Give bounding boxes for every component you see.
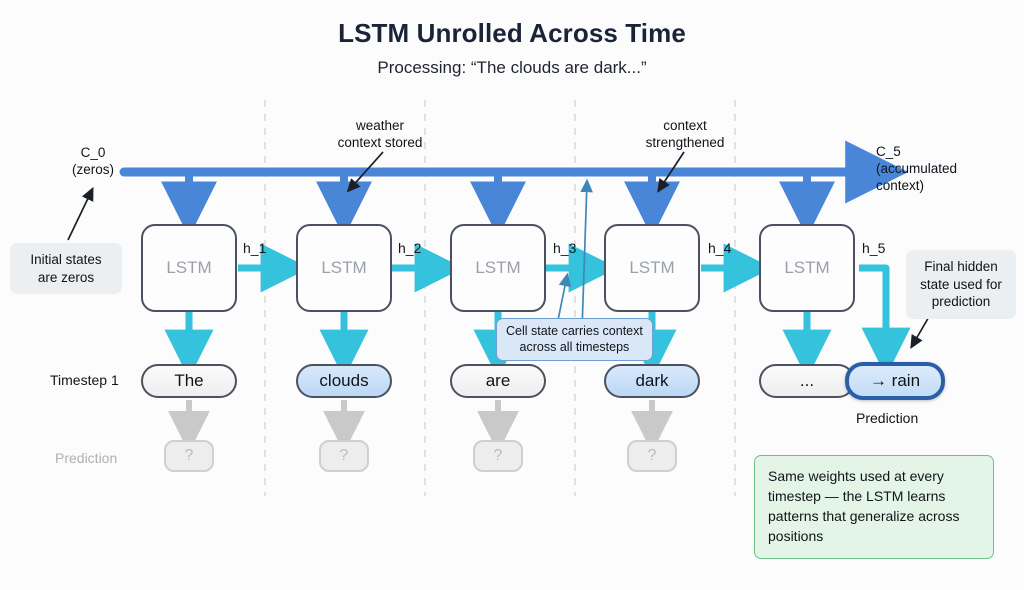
hidden-label-2: h_2 [398, 240, 422, 256]
prediction-placeholder-1[interactable]: ? [164, 440, 214, 472]
prediction-caption: Prediction [856, 410, 919, 426]
cell-state-drop-arrows [161, 174, 835, 238]
lstm-cell-5[interactable]: LSTM [759, 224, 855, 312]
lstm-cell-1[interactable]: LSTM [141, 224, 237, 312]
prediction-placeholder-4[interactable]: ? [627, 440, 677, 472]
token-chip-5[interactable]: ... [759, 364, 855, 398]
annotation-weather-context: weather context stored [337, 118, 423, 150]
hidden-label-1: h_1 [243, 240, 267, 256]
token-to-question-arrows [168, 400, 673, 453]
row-label-timestep: Timestep 1 [50, 372, 119, 388]
final-hidden-elbow-arrow [859, 264, 911, 377]
lstm-cell-2[interactable]: LSTM [296, 224, 392, 312]
callout-final-hidden-state: Final hidden state used for prediction [906, 250, 1016, 319]
cell-state-initial-label: C_0 (zeros) [71, 145, 114, 177]
hidden-label-5: h_5 [862, 240, 886, 256]
row-label-prediction: Prediction [55, 450, 118, 466]
prediction-placeholder-3[interactable]: ? [473, 440, 523, 472]
prediction-chip-rain[interactable]: → rain [845, 362, 945, 400]
token-chip-3[interactable]: are [450, 364, 546, 398]
lstm-cell-4[interactable]: LSTM [604, 224, 700, 312]
cell-state-final-label: C_5 (accumulated context) [876, 144, 958, 193]
callout-initial-states: Initial states are zeros [10, 243, 122, 295]
hidden-label-3: h_3 [553, 240, 577, 256]
token-chip-4[interactable]: dark [604, 364, 700, 398]
token-chip-2[interactable]: clouds [296, 364, 392, 398]
lstm-cell-3[interactable]: LSTM [450, 224, 546, 312]
callout-cell-state-note: Cell state carries context across all ti… [496, 318, 653, 362]
hidden-label-4: h_4 [708, 240, 732, 256]
page-subtitle: Processing: “The clouds are dark...” [377, 58, 647, 77]
page-title: LSTM Unrolled Across Time [338, 18, 686, 48]
note-same-weights: Same weights used at every timestep — th… [754, 455, 994, 559]
token-chip-1[interactable]: The [141, 364, 237, 398]
annotation-context-strengthened: context strengthened [645, 118, 725, 150]
prediction-placeholder-2[interactable]: ? [319, 440, 369, 472]
